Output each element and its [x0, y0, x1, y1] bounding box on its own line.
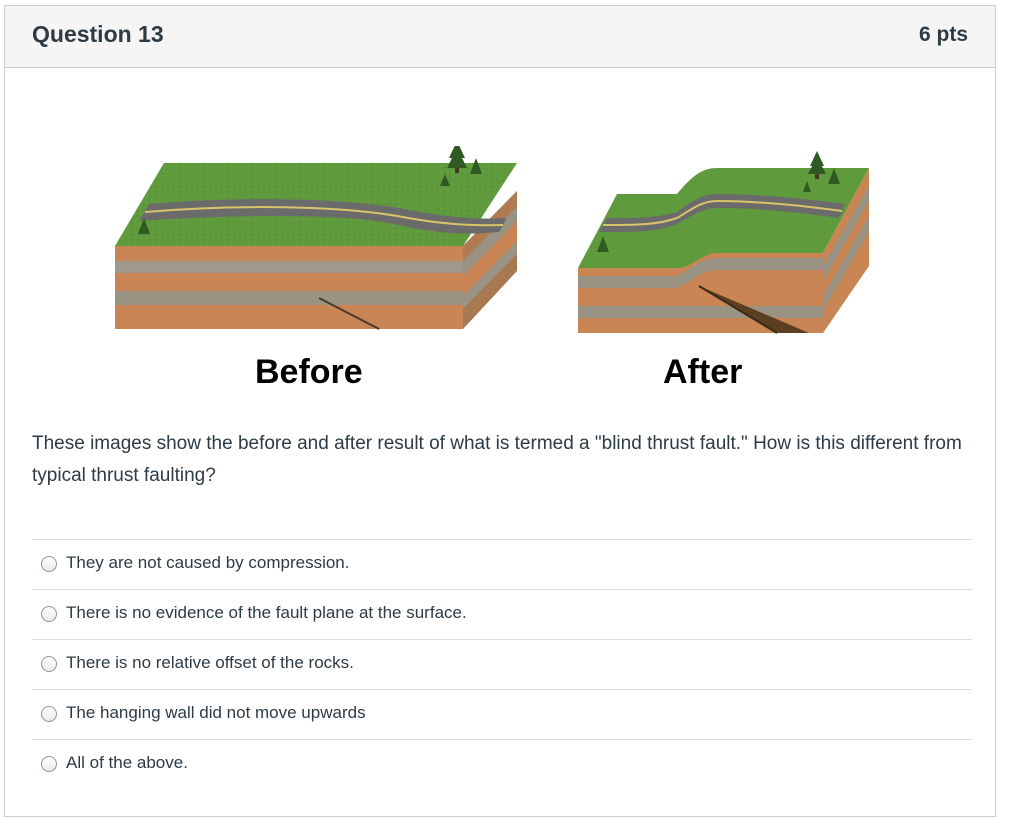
answer-label: All of the above. [66, 753, 188, 772]
radio-button[interactable] [41, 606, 57, 622]
answer-option[interactable]: All of the above. [32, 739, 972, 789]
radio-button[interactable] [41, 556, 57, 572]
answer-label: They are not caused by compression. [66, 553, 350, 572]
answer-option[interactable]: The hanging wall did not move upwards [32, 689, 972, 739]
answer-label: There is no relative offset of the rocks… [66, 653, 354, 672]
radio-button[interactable] [41, 756, 57, 772]
question-card: Question 13 6 pts [4, 5, 996, 817]
answer-label: There is no evidence of the fault plane … [66, 603, 467, 622]
fault-diagram-image: Before After [109, 141, 869, 396]
radio-button[interactable] [41, 706, 57, 722]
fault-block-diagrams [115, 141, 869, 334]
question-points: 6 pts [918, 23, 968, 46]
answer-option[interactable]: They are not caused by compression. [32, 539, 972, 589]
answer-label: The hanging wall did not move upwards [66, 703, 366, 722]
after-label: After [663, 353, 743, 391]
question-prompt: These images show the before and after r… [32, 433, 962, 486]
question-header: Question 13 6 pts [5, 6, 995, 68]
answer-option[interactable]: There is no relative offset of the rocks… [32, 639, 972, 689]
before-block [115, 141, 517, 330]
answer-option[interactable]: There is no evidence of the fault plane … [32, 589, 972, 639]
answer-list: They are not caused by compression. Ther… [32, 539, 972, 789]
radio-button[interactable] [41, 656, 57, 672]
before-label: Before [255, 353, 363, 391]
after-block [578, 151, 869, 334]
question-title: Question 13 [32, 21, 164, 47]
